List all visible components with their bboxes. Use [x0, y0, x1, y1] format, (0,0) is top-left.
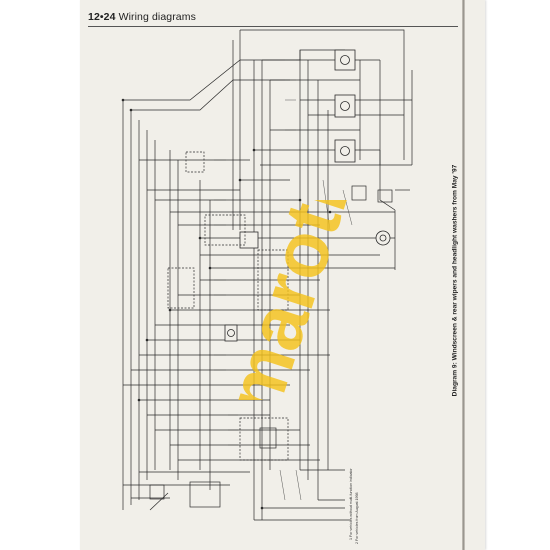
page-header: 12•24 Wiring diagrams — [88, 11, 196, 23]
footnote-2: 2 For vehicles from August 1998 — [355, 492, 359, 544]
section-title: Wiring diagrams — [118, 11, 196, 23]
diagram-caption: Diagram 9: Windscreen & rear wipers and … — [451, 164, 459, 396]
footnote-1: 1 For vehicles without multi-function in… — [349, 468, 353, 540]
manual-page — [80, 0, 485, 550]
book-spine — [462, 0, 465, 550]
header-rule — [88, 26, 458, 27]
page-number: 12•24 — [88, 11, 116, 23]
diagram-footnotes: 1 For vehicles without multi-function in… — [346, 440, 359, 550]
